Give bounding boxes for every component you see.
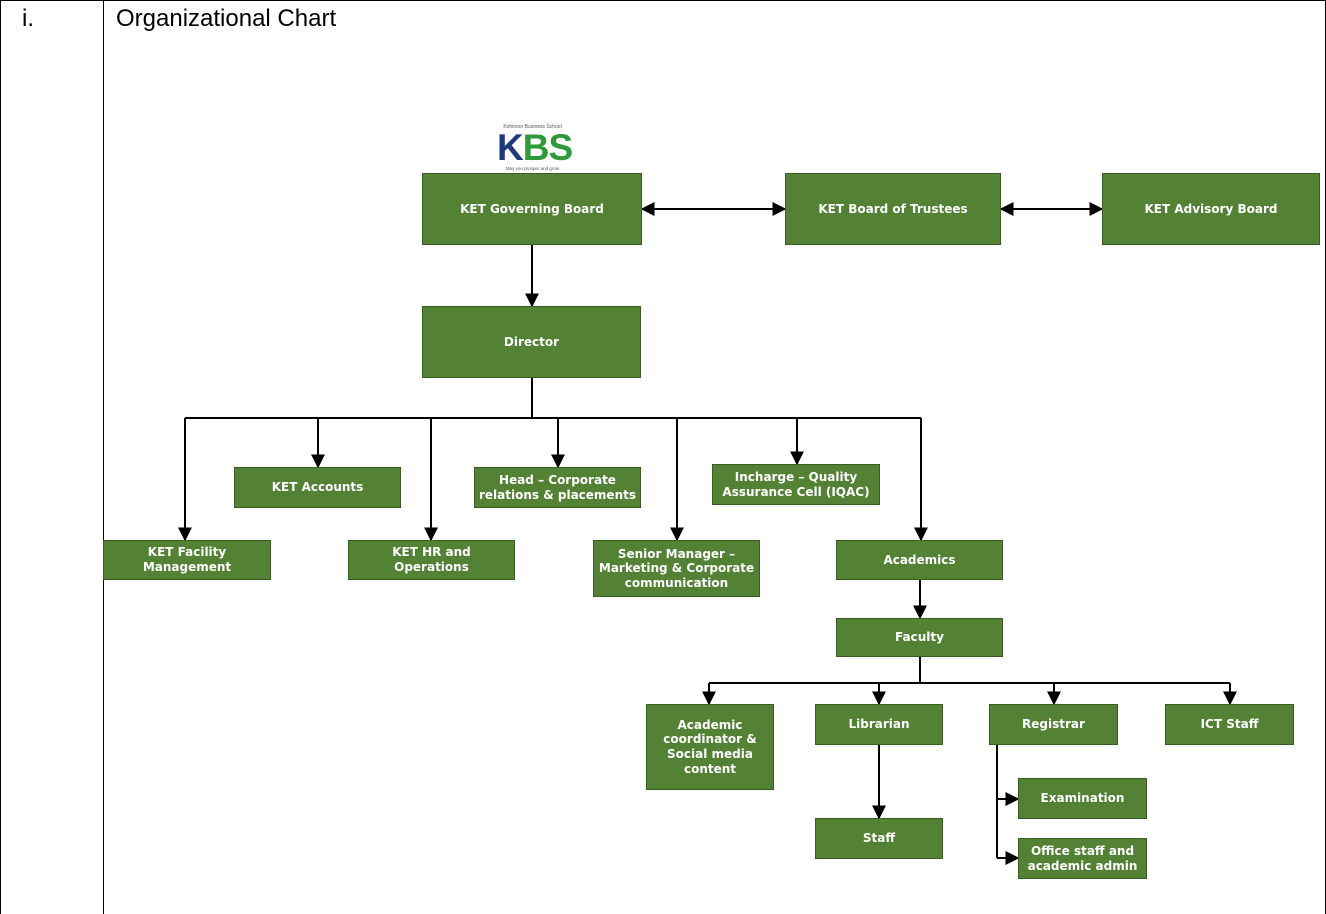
box-senior-manager-marketing: Senior Manager – Marketing & Corporate c… (593, 540, 760, 597)
box-incharge-iqac: Incharge – Quality Assurance Cell (IQAC) (712, 464, 880, 505)
table-column-divider (103, 0, 104, 914)
box-ket-accounts: KET Accounts (234, 467, 401, 508)
box-office-staff-academic-admin: Office staff and academic admin (1018, 838, 1147, 879)
box-ket-board-of-trustees: KET Board of Trustees (785, 173, 1001, 245)
box-examination: Examination (1018, 778, 1147, 819)
box-ket-facility-management: KET Facility Management (103, 540, 271, 580)
box-librarian: Librarian (815, 704, 943, 745)
box-ict-staff: ICT Staff (1165, 704, 1294, 745)
logo-letter-k: K (497, 127, 524, 168)
row-number: i. (22, 5, 34, 32)
kbs-logo: Kohinoor Business School KBS May you pro… (497, 123, 573, 174)
box-academics: Academics (836, 540, 1003, 580)
logo-letters: KBS (497, 127, 573, 168)
box-staff: Staff (815, 818, 943, 859)
box-ket-governing-board: KET Governing Board (422, 173, 642, 245)
logo-school-name: Kohinoor Business School (503, 124, 562, 130)
box-head-corporate-relations: Head – Corporate relations & placements (474, 467, 641, 508)
box-director: Director (422, 306, 641, 378)
box-ket-advisory-board: KET Advisory Board (1102, 173, 1320, 245)
box-faculty: Faculty (836, 618, 1003, 657)
table-left-border (0, 0, 1, 914)
section-title: Organizational Chart (116, 5, 337, 32)
logo-tagline: May you prosper and grow (505, 166, 560, 171)
table-top-border (0, 0, 1326, 1)
box-ket-hr-and-operations: KET HR and Operations (348, 540, 515, 580)
box-registrar: Registrar (989, 704, 1118, 745)
box-academic-coordinator: Academic coordinator & Social media cont… (646, 704, 774, 790)
logo-letters-bs: BS (522, 127, 573, 168)
